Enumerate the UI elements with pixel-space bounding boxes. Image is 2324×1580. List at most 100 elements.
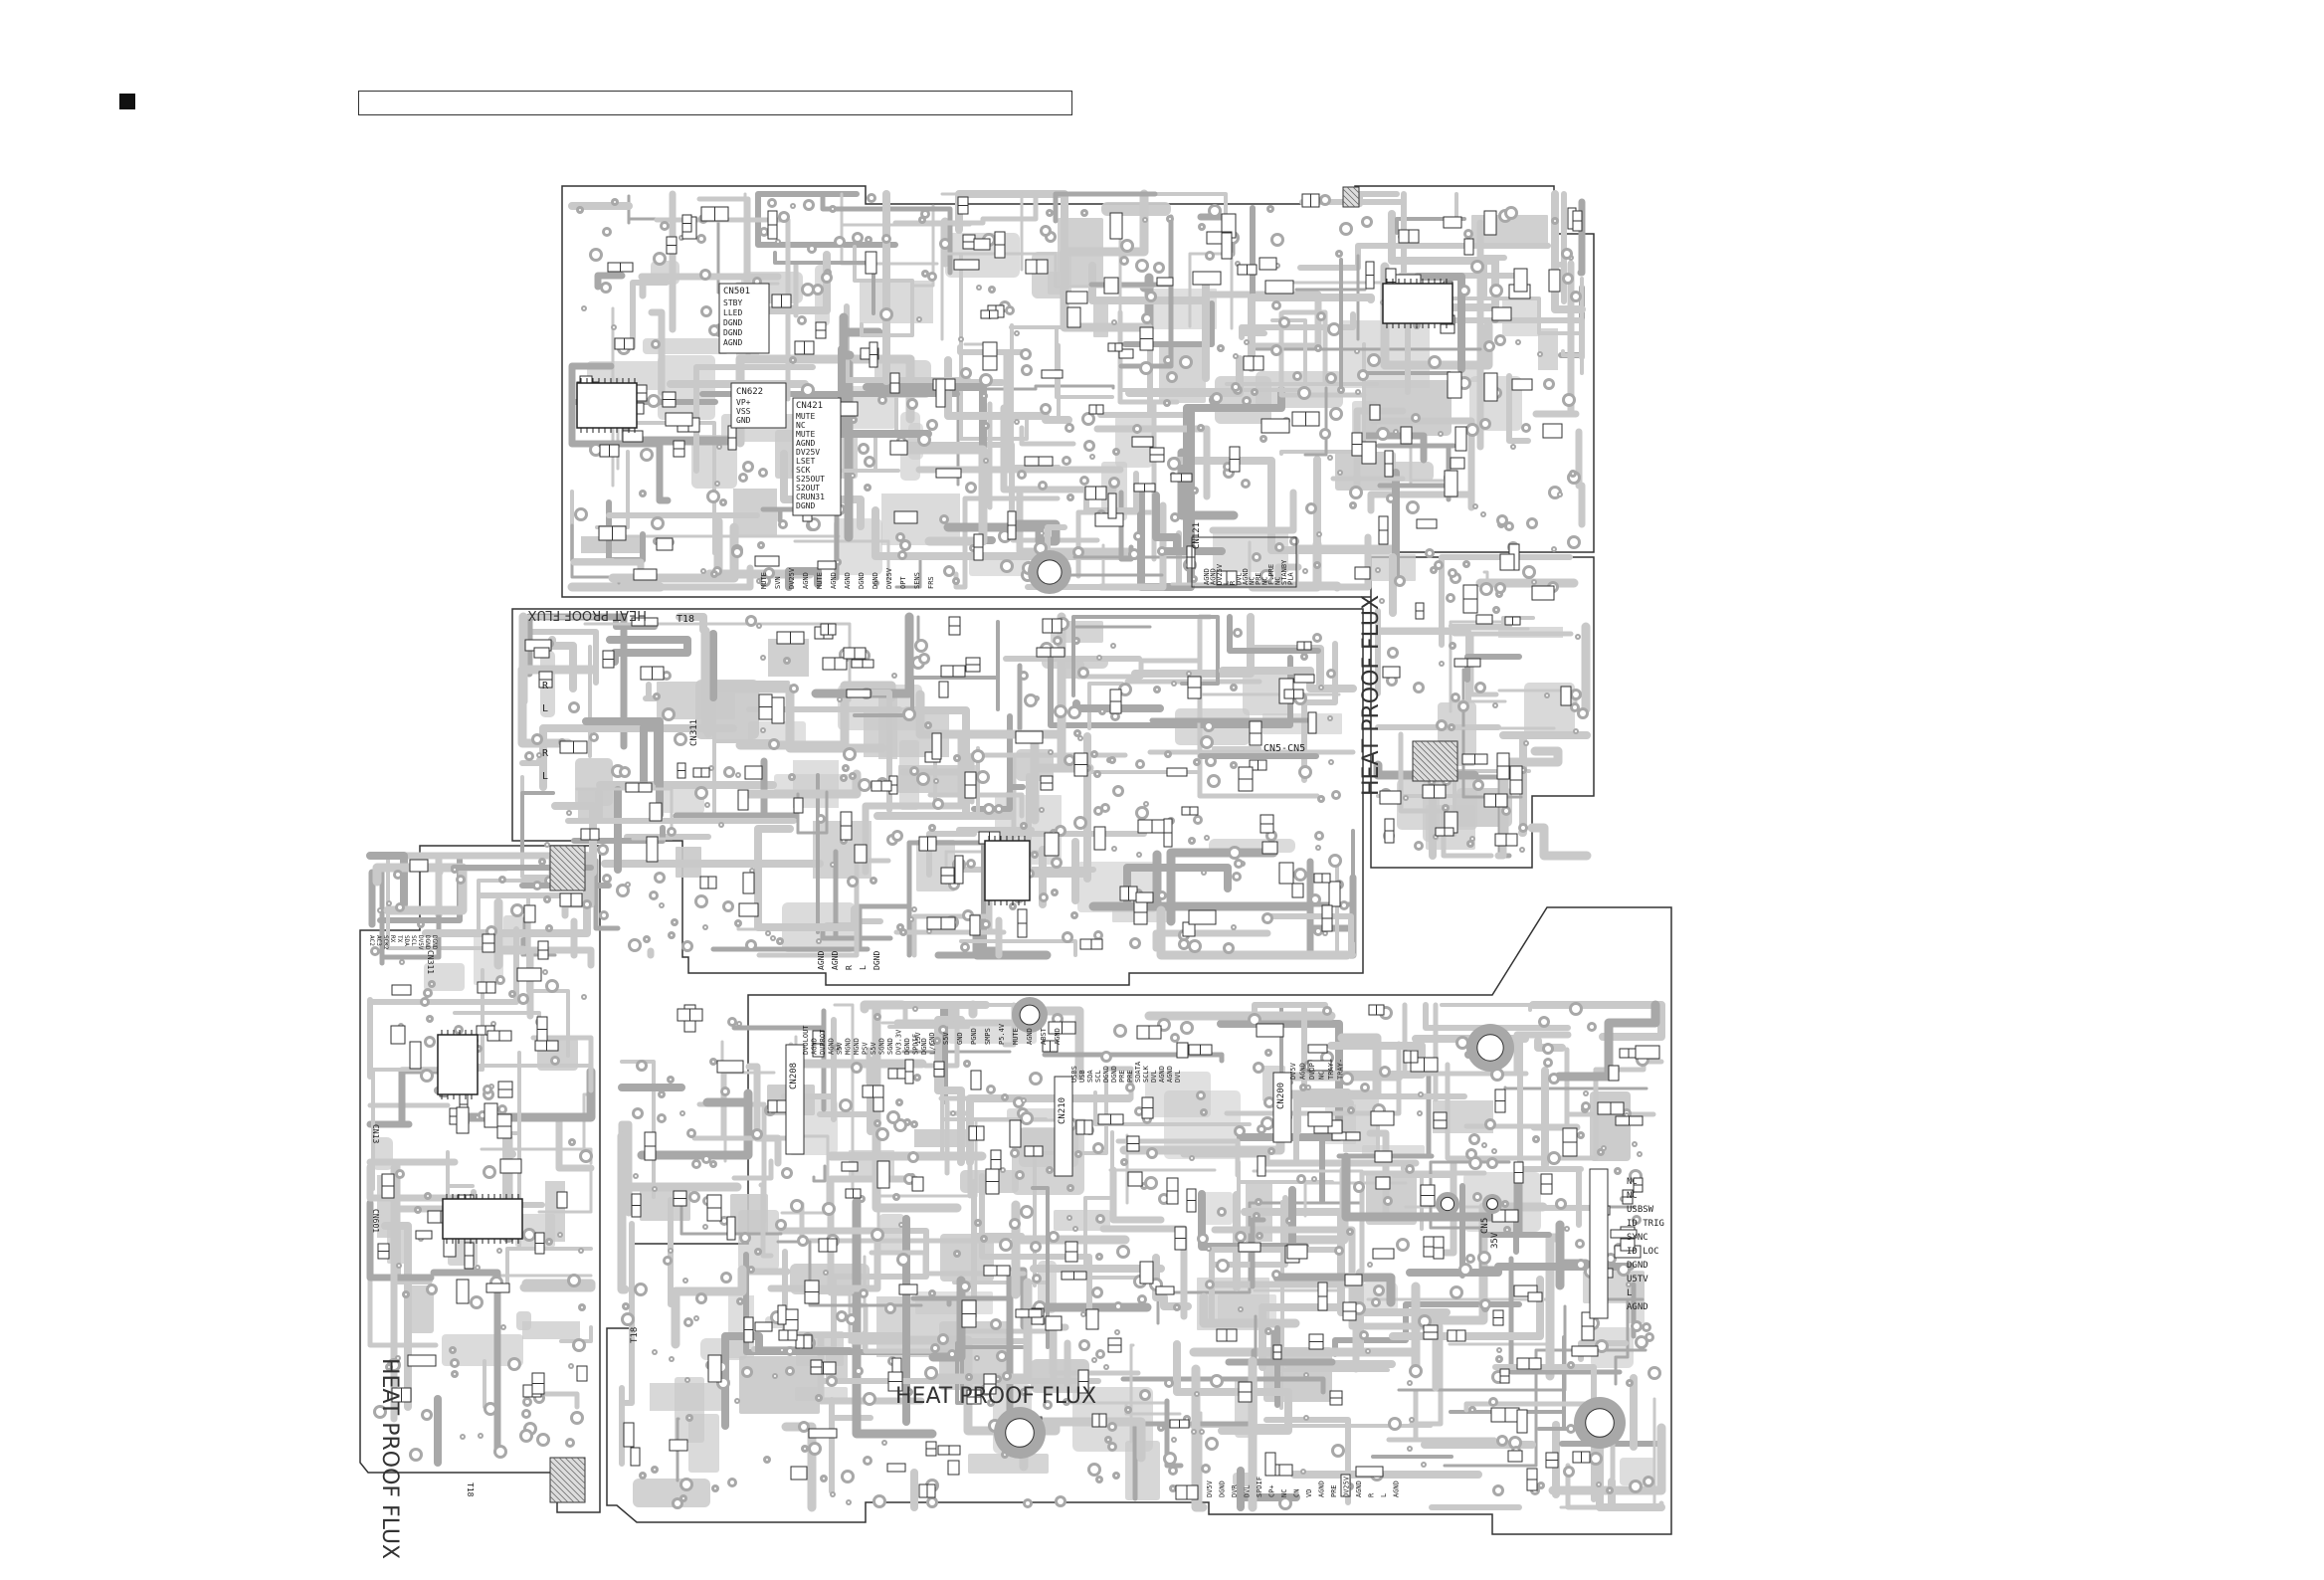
via-hole: [575, 1341, 583, 1349]
component: [790, 1466, 808, 1481]
via-hole: [1069, 496, 1071, 498]
via-hole: [969, 862, 973, 866]
via-hole: [1617, 1170, 1619, 1172]
pin-label: DV5V: [1206, 1480, 1214, 1497]
copper-trace: [767, 1227, 881, 1292]
pin-label: TRAY-: [1337, 1059, 1345, 1080]
via-hole: [1566, 1469, 1572, 1475]
via-hole: [929, 422, 935, 428]
component: [1257, 1155, 1266, 1177]
copper-trace: [643, 682, 660, 701]
pin-label: SGND: [886, 1038, 894, 1055]
hatch-line: [1412, 762, 1432, 782]
via-hole: [936, 1040, 938, 1042]
copper-trace: [1191, 1364, 1208, 1512]
via-hole: [956, 1253, 958, 1255]
via-hole: [1440, 433, 1442, 435]
hatch-line: [552, 1457, 586, 1490]
copper-trace: [520, 791, 555, 856]
copper-pour: [522, 1321, 580, 1339]
via-hole: [1330, 761, 1332, 763]
via-hole: [1068, 1217, 1070, 1219]
copper-trace: [1009, 325, 1114, 399]
pin-label: NC: [1627, 1177, 1638, 1187]
via-hole: [1098, 1352, 1102, 1356]
via-hole: [1266, 1099, 1272, 1105]
via-hole: [1076, 732, 1078, 734]
via-hole: [1160, 1427, 1162, 1429]
via-hole: [1142, 364, 1150, 372]
via-hole: [758, 625, 760, 627]
via-hole: [720, 824, 722, 826]
via-hole: [1016, 1099, 1022, 1105]
via-hole: [622, 769, 628, 775]
board-label: CN5-CN5: [1263, 743, 1305, 754]
via-hole: [1188, 673, 1190, 675]
via-hole: [1439, 722, 1445, 728]
component: [1507, 1450, 1523, 1463]
board-label: L: [542, 771, 548, 782]
pin-label: DVL: [1174, 1070, 1182, 1083]
hatch-line: [564, 845, 586, 867]
via-hole: [592, 446, 600, 454]
via-hole: [1578, 1242, 1582, 1246]
via-hole: [857, 1369, 861, 1373]
via-hole: [704, 926, 706, 928]
component: [969, 914, 981, 936]
pin-label: AGND: [802, 572, 810, 589]
component: [1542, 423, 1563, 439]
via-hole: [1119, 1248, 1127, 1256]
via-hole: [1171, 1469, 1175, 1473]
via-hole: [711, 327, 717, 333]
copper-trace: [1405, 317, 1585, 395]
via-hole: [770, 201, 774, 205]
via-hole: [1156, 265, 1162, 271]
component: [1065, 291, 1088, 304]
via-hole: [984, 922, 988, 926]
via-hole: [1074, 1228, 1076, 1230]
via-hole: [1386, 1199, 1390, 1203]
pin-label: AGND: [1242, 568, 1250, 585]
via-hole: [1167, 1381, 1171, 1385]
via-hole: [603, 285, 609, 291]
via-hole: [1598, 1483, 1600, 1485]
via-hole: [772, 937, 774, 939]
via-hole: [1037, 544, 1045, 552]
copper-trace: [648, 308, 666, 396]
via-hole: [1517, 341, 1519, 343]
via-hole: [895, 1196, 897, 1198]
via-hole: [694, 1162, 698, 1166]
via-hole: [1352, 504, 1354, 506]
copper-trace: [966, 1094, 1133, 1166]
copper-trace: [1303, 1181, 1408, 1218]
component: [1293, 674, 1315, 684]
hatch-line: [1342, 194, 1356, 208]
via-hole: [1338, 253, 1340, 255]
via-hole: [1475, 1195, 1479, 1199]
component: [516, 967, 542, 982]
via-hole: [1449, 596, 1452, 600]
pin-label: DVL: [1150, 1070, 1158, 1083]
via-hole: [1414, 416, 1418, 420]
component: [576, 1365, 588, 1382]
via-hole: [1303, 656, 1305, 658]
via-hole: [1512, 446, 1514, 448]
hatch-line: [570, 1457, 586, 1473]
pin-label: DVOLOUT: [802, 1025, 810, 1055]
pin-label: S5V: [870, 1042, 877, 1055]
via-hole: [829, 1378, 835, 1384]
via-hole: [710, 767, 712, 769]
via-hole: [723, 1089, 727, 1093]
via-hole: [1233, 764, 1235, 766]
copper-trace: [1237, 1467, 1300, 1511]
via-hole: [1546, 381, 1552, 387]
copper-trace: [894, 552, 922, 589]
via-hole: [1113, 848, 1115, 850]
component: [1340, 1474, 1351, 1497]
via-hole: [1018, 1173, 1022, 1177]
component: [1454, 426, 1467, 452]
via-hole: [568, 812, 570, 814]
pin-label: DV25V: [1216, 563, 1224, 585]
